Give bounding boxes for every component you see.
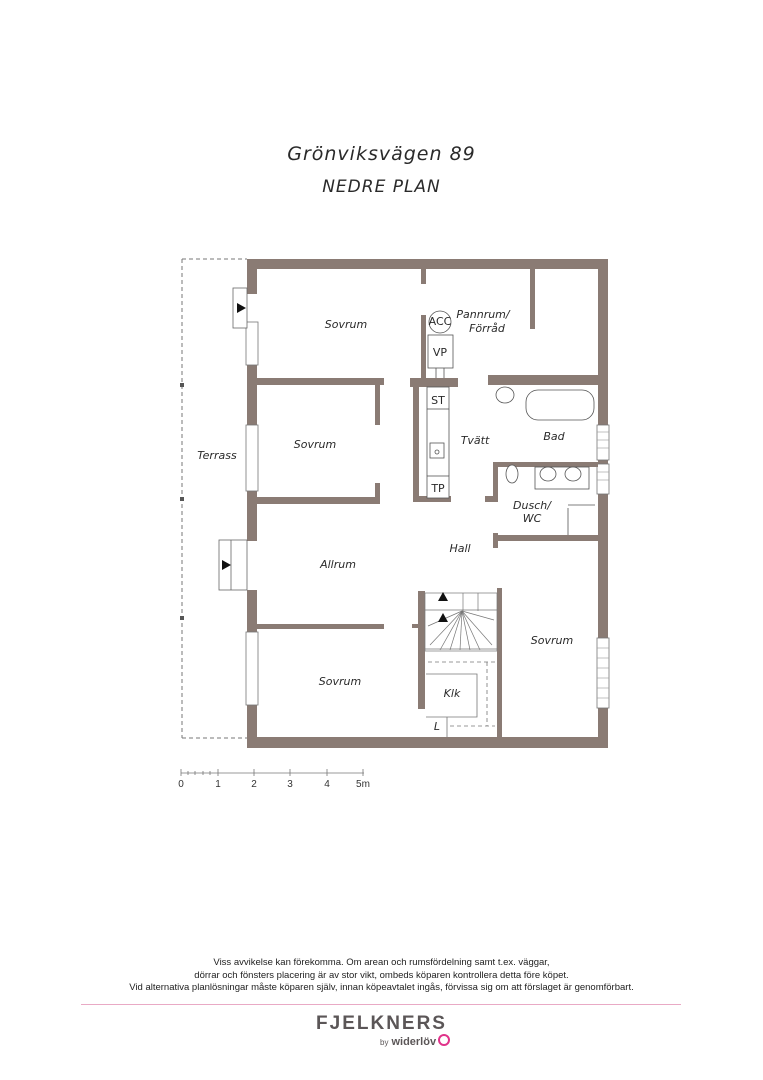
disclaimer-line-1: Viss avvikelse kan förekomma. Om arean o… bbox=[213, 957, 550, 968]
room-label-tvatt: Tvätt bbox=[461, 434, 490, 447]
windows-left bbox=[245, 321, 259, 706]
address-title: Grönviksvägen 89 bbox=[287, 143, 476, 165]
closet-lines bbox=[426, 673, 478, 737]
partner-name: widerlöv bbox=[391, 1036, 437, 1048]
by-text: by bbox=[380, 1038, 389, 1047]
room-label-forrad: Förråd bbox=[469, 322, 506, 335]
terrace-posts bbox=[180, 383, 184, 620]
disclaimer-line-3: Vid alternativa planlösningar måste köpa… bbox=[129, 982, 634, 993]
exterior-walls bbox=[247, 259, 608, 748]
floor-title: NEDRE PLAN bbox=[322, 177, 441, 197]
bathroom-fixtures bbox=[495, 386, 595, 535]
stair-up-arrow-icon bbox=[438, 613, 448, 622]
scale-tick-0: 0 bbox=[178, 779, 184, 790]
room-label-pannrum: Pannrum/ bbox=[456, 308, 511, 321]
scale-tick-2: 2 bbox=[251, 779, 257, 790]
flower-logo-icon bbox=[438, 1034, 451, 1046]
label-acc: ACC bbox=[429, 315, 452, 328]
footer-divider bbox=[81, 1004, 681, 1005]
windows-right bbox=[596, 424, 610, 709]
room-label-sovrum-mid: Sovrum bbox=[294, 438, 336, 451]
scale-bar bbox=[180, 769, 364, 776]
terrace-outline bbox=[181, 258, 247, 739]
room-label-dusch: Dusch/ bbox=[513, 499, 552, 512]
room-label-l: L bbox=[434, 720, 440, 733]
label-st: ST bbox=[431, 394, 445, 407]
room-label-wc: WC bbox=[523, 512, 542, 525]
closet-outline bbox=[428, 661, 495, 727]
scale-tick-1: 1 bbox=[215, 779, 221, 790]
label-tp: TP bbox=[430, 482, 445, 495]
stair-up-arrow-icon bbox=[438, 592, 448, 601]
room-label-bad: Bad bbox=[543, 430, 565, 443]
brand-logo: FJELKNERS bbox=[316, 1013, 447, 1034]
room-label-allrum: Allrum bbox=[319, 558, 356, 571]
scale-tick-4: 4 bbox=[324, 779, 330, 790]
room-label-sovrum-top: Sovrum bbox=[325, 318, 367, 331]
disclaimer: Viss avvikelse kan förekomma. Om arean o… bbox=[0, 957, 763, 995]
laundry-column bbox=[426, 386, 450, 499]
scale-tick-5: 5m bbox=[356, 779, 370, 790]
room-label-sovrum-right: Sovrum bbox=[531, 634, 573, 647]
interior-walls bbox=[257, 269, 598, 737]
arrow-icon bbox=[222, 560, 231, 570]
door-allrum bbox=[218, 539, 248, 591]
door-top-left bbox=[232, 287, 248, 329]
arrow-icon bbox=[237, 303, 246, 313]
boiler-equipment bbox=[427, 310, 454, 378]
room-label-klk: Klk bbox=[444, 687, 461, 700]
label-vp: VP bbox=[433, 346, 448, 359]
scale-tick-3: 3 bbox=[287, 779, 293, 790]
room-label-sovrum-bottom: Sovrum bbox=[319, 675, 361, 688]
room-label-hall: Hall bbox=[449, 542, 470, 555]
disclaimer-line-2: dörrar och fönsters placering är av stor… bbox=[194, 969, 569, 981]
room-label-terrass: Terrass bbox=[197, 449, 237, 462]
staircase bbox=[424, 592, 498, 652]
